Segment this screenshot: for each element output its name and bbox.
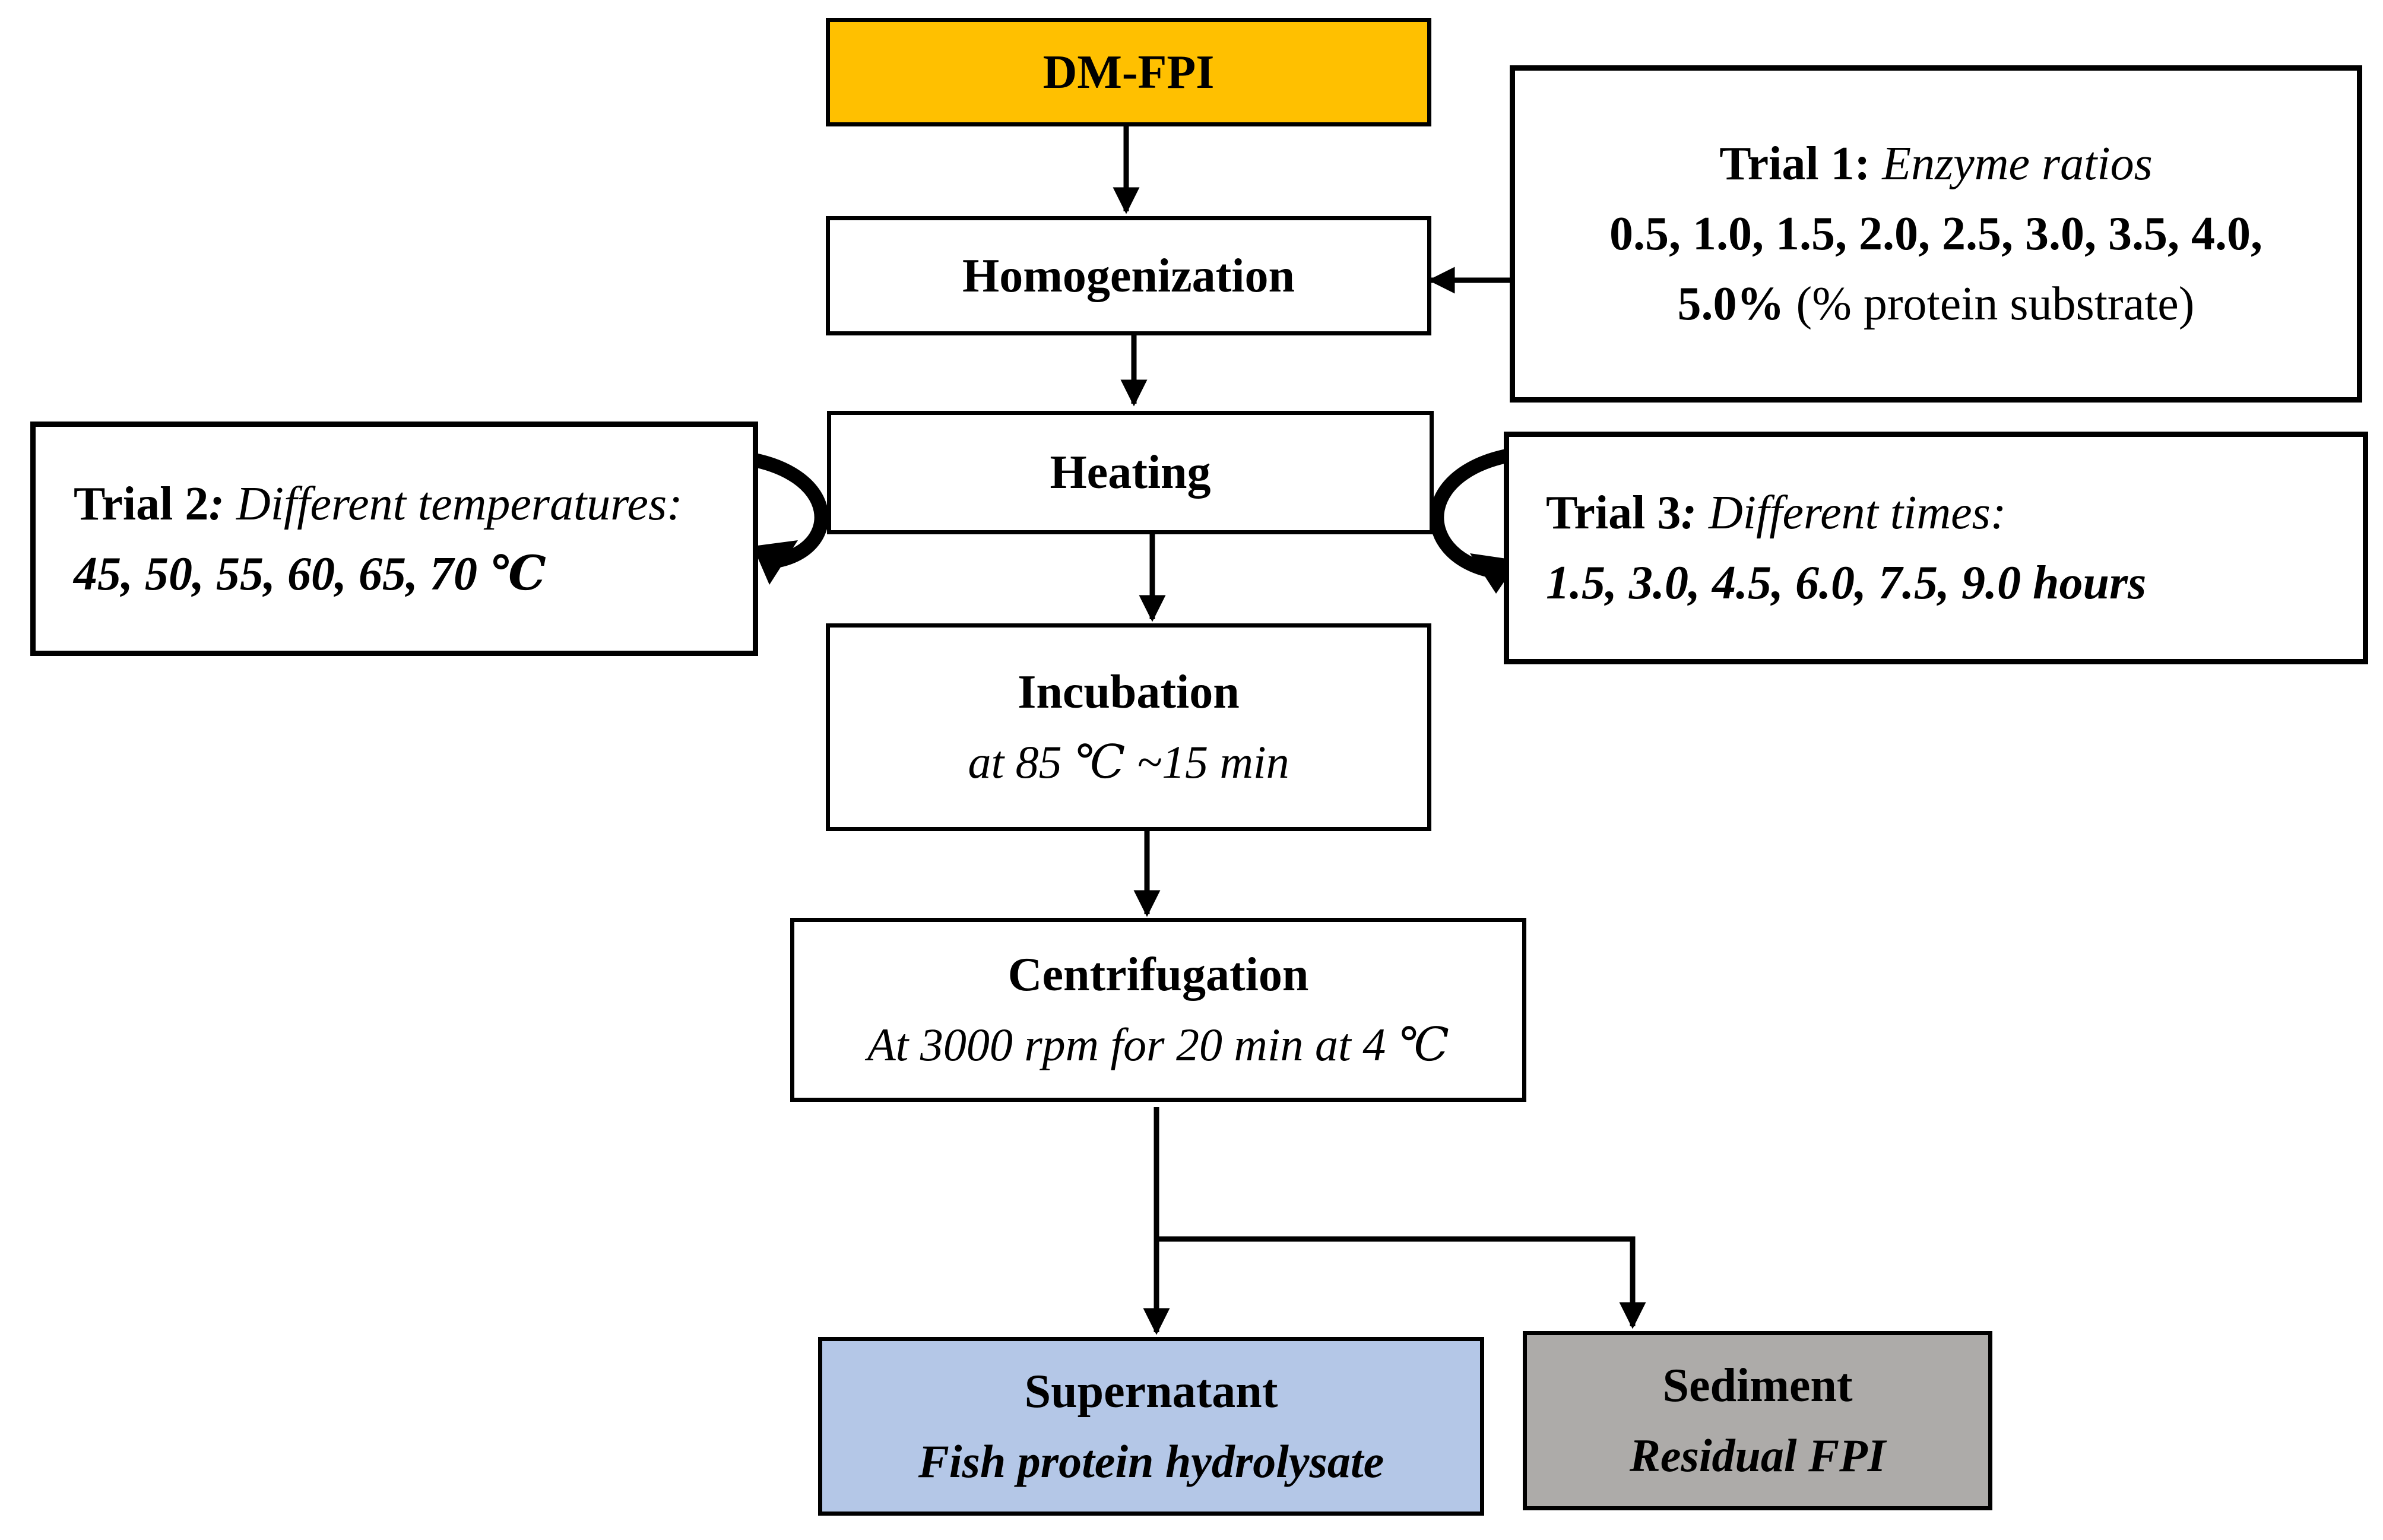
trial1-topic: Enzyme ratios — [1882, 138, 2153, 190]
trial3-box: Trial 3: Different times: 1.5, 3.0, 4.5,… — [1504, 432, 2368, 664]
homogenization-step: Homogenization — [826, 216, 1431, 335]
incubation-step: Incubation at 85 ℃ ~15 min — [826, 623, 1431, 831]
supernatant-label: Supernatant — [1024, 1365, 1278, 1418]
trial3-topic: Different times: — [1709, 487, 2007, 539]
trial1-values: 0.5, 1.0, 1.5, 2.0, 2.5, 3.0, 3.5, 4.0, — [1609, 208, 2262, 260]
incubation-label: Incubation — [1018, 666, 1240, 718]
trial3-colon: : — [1681, 487, 1697, 539]
curved-arrow-head-trial2 — [753, 540, 798, 585]
arrow-branch-to-sediment — [1156, 1236, 1646, 1329]
centrifugation-label: Centrifugation — [1007, 949, 1309, 1001]
supernatant-output: Supernatant Fish protein hydrolysate — [818, 1337, 1484, 1516]
trial3-values: 1.5, 3.0, 4.5, 6.0, 7.5, 9.0 hours — [1546, 557, 2147, 609]
curved-arrow-heating-to-trial3 — [1430, 445, 1532, 578]
trial2-name: Trial 2 — [74, 477, 209, 530]
heating-label: Heating — [1050, 446, 1211, 499]
trial1-unit: (% protein substrate) — [1796, 278, 2195, 330]
trial2-heading-line: Trial 2: Different temperatures: — [74, 469, 683, 539]
trial2-values: 45, 50, 55, 60, 65, 70 ℃ — [74, 547, 546, 600]
homogenization-label: Homogenization — [962, 249, 1295, 302]
start-node-dm-fpi: DM-FPI — [826, 18, 1431, 126]
trial3-name: Trial 3 — [1546, 487, 1681, 539]
supernatant-detail: Fish protein hydrolysate — [918, 1435, 1384, 1487]
start-node-label: DM-FPI — [1042, 46, 1215, 99]
trial1-values-end: 5.0% — [1677, 278, 1785, 330]
trial2-box: Trial 2: Different temperatures: 45, 50,… — [30, 422, 758, 656]
centrifugation-step: Centrifugation At 3000 rpm for 20 min at… — [790, 918, 1526, 1102]
sediment-output: Sediment Residual FPI — [1523, 1331, 1992, 1510]
centrifugation-detail: At 3000 rpm for 20 min at 4 ℃ — [867, 1019, 1449, 1070]
sediment-detail: Residual FPI — [1629, 1430, 1886, 1481]
curved-arrow-heating-to-trial2 — [735, 450, 829, 569]
heating-step: Heating — [827, 411, 1434, 534]
trial2-colon: : — [208, 477, 225, 530]
trial1-last-line: 5.0% (% protein substrate) — [1678, 269, 2195, 339]
incubation-detail: at 85 ℃ ~15 min — [968, 736, 1289, 788]
trial2-topic: Different temperatures: — [236, 477, 683, 530]
trial3-heading-line: Trial 3: Different times: — [1546, 478, 2006, 548]
trial1-heading-line: Trial 1: Enzyme ratios — [1719, 129, 2153, 199]
sediment-label: Sediment — [1662, 1360, 1853, 1412]
trial1-box: Trial 1: Enzyme ratios 0.5, 1.0, 1.5, 2.… — [1510, 65, 2362, 403]
trial1-name: Trial 1: — [1719, 138, 1871, 190]
